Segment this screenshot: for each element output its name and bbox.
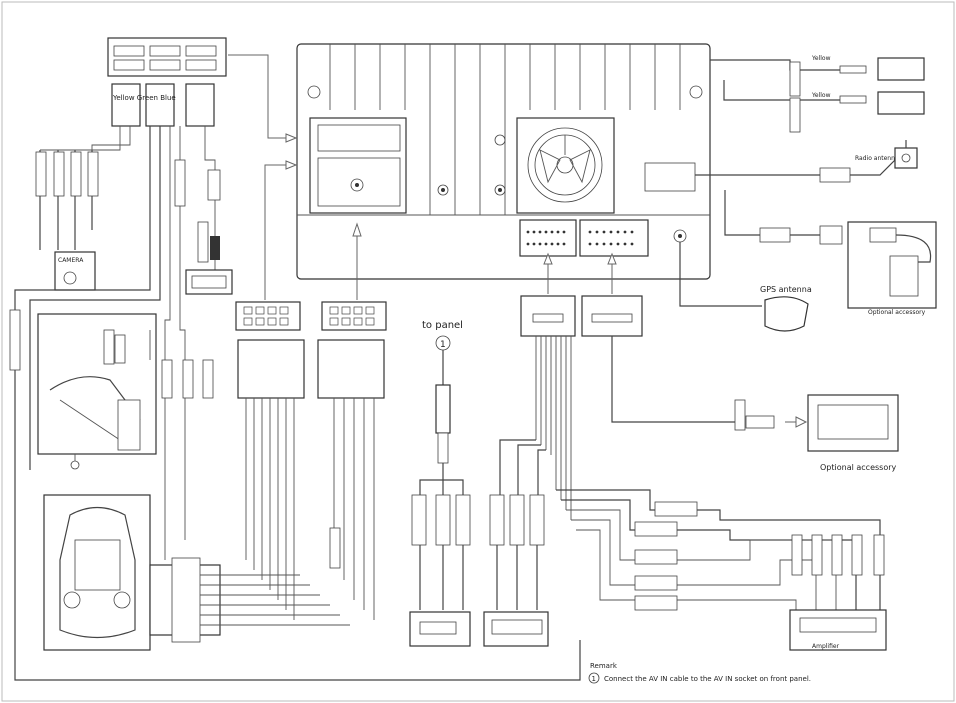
circled-number-remark: 1 [592, 675, 596, 683]
left-wire-bundle [9, 126, 581, 681]
circled-number-top: 1 [440, 340, 446, 350]
amplifier-section: Amplifier [556, 489, 887, 651]
remark-note: Remark 1 Connect the AV IN cable to the … [588, 662, 811, 684]
circled-number-icon-remark [588, 672, 600, 684]
av-out-section [483, 252, 643, 647]
gps-antenna-label: GPS antenna [760, 285, 812, 294]
harness-connectors [235, 222, 387, 620]
parking-brake-section [37, 313, 214, 470]
right-connections: Yellow Yellow Radio antenna Optional acc… [611, 55, 937, 472]
av-in-section: to panel 1 [409, 320, 471, 647]
car-illustration [43, 494, 350, 651]
yellow-label-second: Yellow [811, 92, 831, 99]
camera-label: CAMERA [58, 257, 84, 264]
radio-antenna-label: Radio antenna [855, 155, 899, 162]
camera-section: CAMERA [35, 126, 131, 291]
to-panel-label: to panel [422, 320, 463, 331]
yellow-green-blue-label: Yellow Green Blue [112, 94, 176, 102]
power-connector-top: Yellow Green Blue [107, 37, 227, 127]
optional-accessory-top-label: Optional accessory [868, 309, 926, 316]
remark-text: Connect the AV IN cable to the AV IN soc… [604, 675, 811, 683]
yellow-label-top: Yellow [811, 55, 831, 62]
remark-title: Remark [590, 662, 618, 670]
optional-accessory-mid-label: Optional accessory [820, 463, 897, 472]
gps-antenna-icon [764, 296, 809, 332]
head-unit [296, 43, 711, 280]
amplifier-label: Amplifier [812, 643, 840, 650]
